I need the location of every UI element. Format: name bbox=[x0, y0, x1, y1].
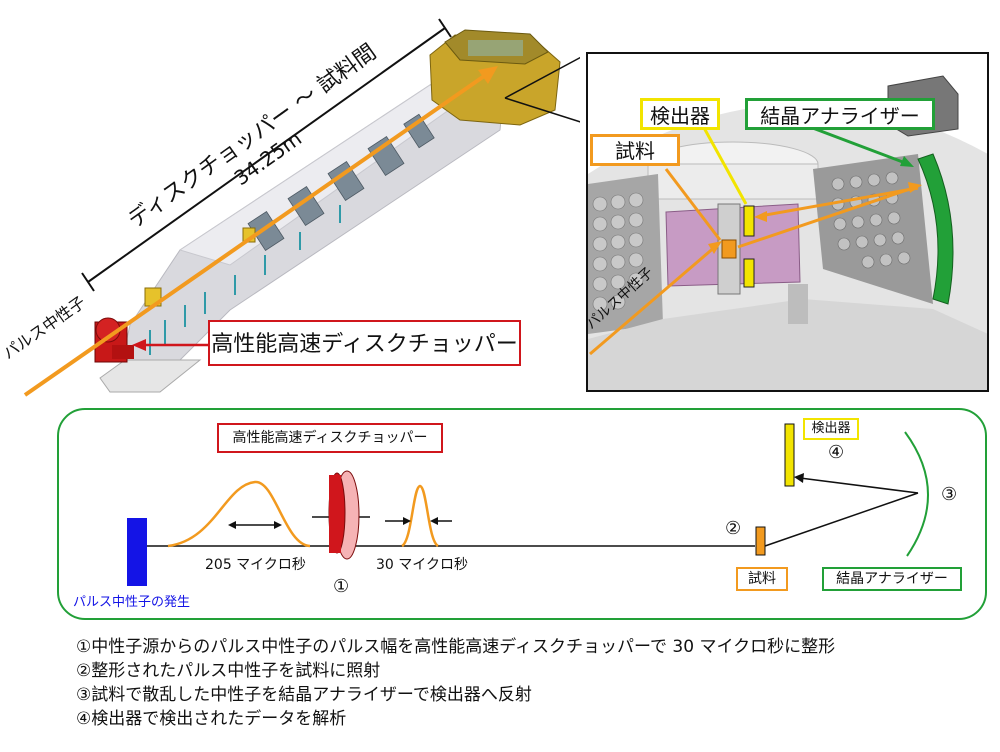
analyzer-cells-pattern bbox=[592, 192, 644, 312]
pulse-30-arrow-right bbox=[430, 517, 438, 525]
inset-analyzer-label: 結晶アナライザー bbox=[745, 98, 935, 130]
schematic-detector-label: 検出器 bbox=[803, 418, 859, 440]
description-item-2: ②整形されたパルス中性子を試料に照射 bbox=[76, 661, 381, 681]
neutron-source bbox=[127, 518, 147, 586]
pulse-30 bbox=[401, 484, 439, 548]
description-item-1: ①中性子源からのパルス中性子のパルス幅を高性能高速ディスクチョッパーで 30 マ… bbox=[76, 637, 836, 657]
marker-3: ③ bbox=[941, 484, 958, 505]
marker-1: ① bbox=[333, 576, 350, 597]
vessel-floor bbox=[588, 299, 987, 390]
scale-bar-end-left bbox=[81, 272, 95, 292]
schematic-reflection bbox=[799, 477, 919, 494]
analyzer-cells-left bbox=[588, 174, 663, 334]
pulse-205-arrow-left bbox=[228, 521, 236, 529]
scale-bar bbox=[87, 27, 446, 283]
scale-bar-end-right bbox=[438, 18, 452, 38]
detector-pointer bbox=[701, 125, 748, 205]
description-list: ①中性子源からのパルス中性子のパルス幅を高性能高速ディスクチョッパーで 30 マ… bbox=[76, 635, 986, 731]
analyzer-to-detector bbox=[759, 186, 919, 218]
analyzer-to-detector-head bbox=[754, 211, 767, 222]
schematic-analyzer bbox=[904, 431, 929, 557]
schematic-scatter bbox=[764, 492, 919, 547]
spectrometer-drawing bbox=[588, 75, 987, 390]
schematic-reflection-head bbox=[794, 473, 804, 483]
beam-arrowhead bbox=[478, 66, 498, 84]
description-item-3: ③試料で散乱した中性子を結晶アナライザーで検出器へ反射 bbox=[76, 685, 532, 705]
base-plate bbox=[99, 359, 202, 393]
inset-beam bbox=[589, 244, 717, 356]
inset-connector-bottom bbox=[504, 97, 580, 123]
source-label: パルス中性子の発生 bbox=[73, 595, 191, 610]
chopper-pointer-head bbox=[132, 339, 146, 351]
beamline-components bbox=[247, 113, 435, 251]
pulse-205 bbox=[167, 480, 311, 548]
schematic-sample-label: 試料 bbox=[736, 567, 788, 591]
inset-beam-head bbox=[708, 241, 722, 254]
beam-path bbox=[23, 70, 492, 397]
schematic-detector bbox=[784, 423, 795, 487]
chopper-callout: 高性能高速ディスクチョッパー bbox=[208, 320, 521, 366]
schematic-panel bbox=[57, 408, 987, 620]
support-stands bbox=[149, 205, 341, 355]
inset-connector-top bbox=[504, 56, 580, 99]
scatter-to-analyzer bbox=[737, 185, 917, 249]
sample-model bbox=[721, 239, 737, 259]
beamline-illustration bbox=[23, 18, 580, 397]
chopper-disk-edge bbox=[329, 475, 341, 553]
schematic-drawing bbox=[127, 423, 929, 586]
inset-detector-label: 検出器 bbox=[640, 98, 720, 130]
pulse-30-label: 30 マイクロ秒 bbox=[376, 557, 468, 573]
detector-lower bbox=[743, 258, 755, 288]
schematic-analyzer-label: 結晶アナライザー bbox=[822, 567, 962, 591]
detector-upper bbox=[743, 205, 755, 237]
schematic-chopper-label: 高性能高速ディスクチョッパー bbox=[217, 423, 443, 453]
marker-2: ② bbox=[725, 518, 742, 539]
description-item-4: ④検出器で検出されたデータを解析 bbox=[76, 709, 347, 729]
pulse-205-label: 205 マイクロ秒 bbox=[205, 557, 306, 573]
schematic-sample bbox=[755, 526, 766, 556]
marker-4: ④ bbox=[828, 442, 845, 463]
analyzer-pointer-head bbox=[900, 156, 914, 167]
pulse-30-arrow-left bbox=[403, 517, 411, 525]
vessel-support bbox=[788, 284, 808, 324]
sample-room-window bbox=[468, 40, 523, 56]
inset-sample-label: 試料 bbox=[590, 134, 680, 166]
sample-pointer bbox=[664, 168, 722, 241]
pulse-205-arrow-right bbox=[274, 521, 282, 529]
analyzer-band bbox=[917, 153, 954, 305]
analyzer-pointer bbox=[809, 125, 909, 166]
